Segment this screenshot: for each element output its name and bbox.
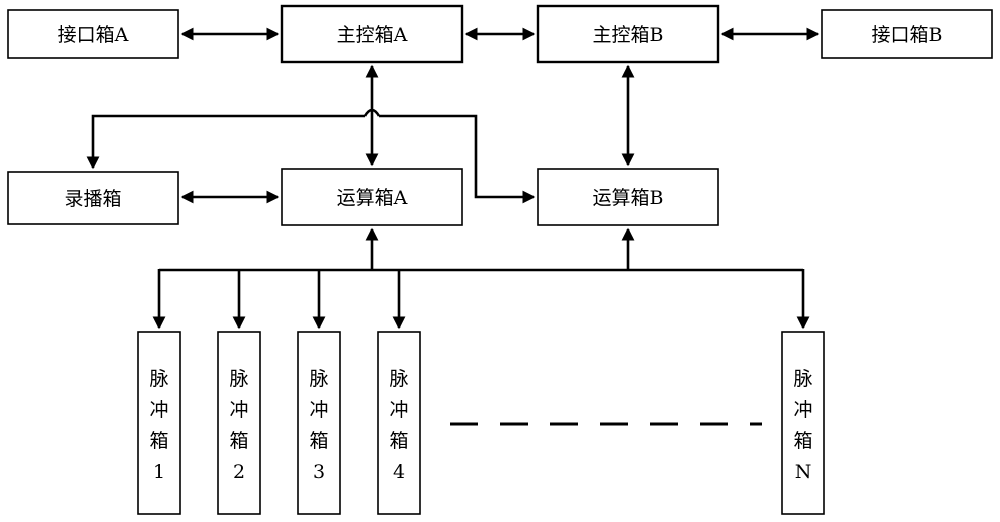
box-main-control-a-label: 主控箱A (337, 24, 408, 46)
box-interface-a-label: 接口箱A (58, 24, 129, 46)
box-main-control-a: 主控箱A (280, 4, 464, 64)
box-pulse-3: 脉 冲 箱 3 (297, 331, 341, 515)
pulse-2-char-3: 箱 (229, 430, 248, 452)
pulse-4-char-3: 箱 (389, 430, 408, 452)
box-compute-a-label: 运算箱A (337, 187, 408, 209)
pulse-1-char-2: 冲 (149, 399, 168, 421)
pulse-n-char-2: 冲 (793, 399, 812, 421)
box-compute-b-label: 运算箱B (593, 187, 664, 209)
box-recorder-label: 录播箱 (64, 188, 121, 210)
box-compute-b: 运算箱B (537, 168, 719, 226)
arrow-bus-to-recorder (86, 114, 365, 170)
pulse-3-char-4: 3 (313, 461, 325, 483)
bus-line-hop (363, 108, 381, 117)
pulse-4-char-4: 4 (393, 461, 405, 483)
pulse-1-char-1: 脉 (149, 368, 168, 390)
pulse-3-char-3: 箱 (309, 430, 328, 452)
pulse-1-char-3: 箱 (149, 430, 168, 452)
box-interface-b-label: 接口箱B (872, 24, 943, 46)
box-pulse-1: 脉 冲 箱 1 (137, 331, 181, 515)
pulse-2-char-2: 冲 (229, 399, 248, 421)
pulse-4-char-2: 冲 (389, 399, 408, 421)
box-interface-b: 接口箱B (821, 9, 993, 59)
box-recorder: 录播箱 (7, 171, 179, 225)
arrow-bus-to-compute-b (379, 114, 536, 204)
box-pulse-n: 脉 冲 箱 N (781, 331, 825, 515)
pulse-2-char-4: 2 (233, 461, 245, 483)
pulse-4-char-1: 脉 (389, 368, 408, 390)
pulse-2-char-1: 脉 (229, 368, 248, 390)
pulse-1-char-4: 1 (153, 461, 165, 483)
pulse-n-char-4: N (795, 461, 812, 483)
box-pulse-4: 脉 冲 箱 4 (377, 331, 421, 515)
box-pulse-2: 脉 冲 箱 2 (217, 331, 261, 515)
box-main-control-b-label: 主控箱B (593, 24, 664, 46)
pulse-3-char-2: 冲 (309, 399, 328, 421)
pulse-n-char-1: 脉 (793, 368, 812, 390)
pulse-3-char-1: 脉 (309, 368, 328, 390)
box-main-control-b: 主控箱B (536, 4, 720, 64)
box-compute-a: 运算箱A (281, 168, 463, 226)
box-interface-a: 接口箱A (7, 9, 179, 59)
pulse-n-char-3: 箱 (793, 430, 812, 452)
